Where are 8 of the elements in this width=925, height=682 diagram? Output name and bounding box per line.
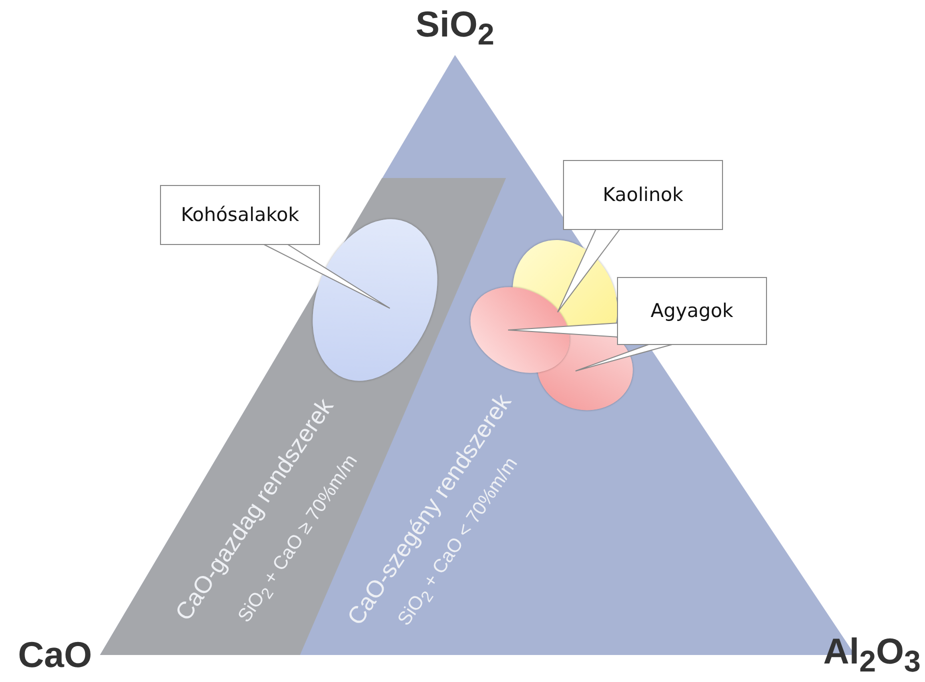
vertex-label: Al$_{2}$O$_{3}$: [823, 630, 921, 680]
callout-pointer: [557, 228, 621, 313]
callout-pointer: [575, 344, 674, 372]
callout-box: Kohósalakok: [160, 185, 320, 245]
vertex-label: SiO$_{2}$: [416, 3, 494, 53]
callout-pointer: [262, 244, 390, 309]
vertex-label: CaO: [18, 634, 92, 676]
callout-pointer: [508, 322, 618, 338]
